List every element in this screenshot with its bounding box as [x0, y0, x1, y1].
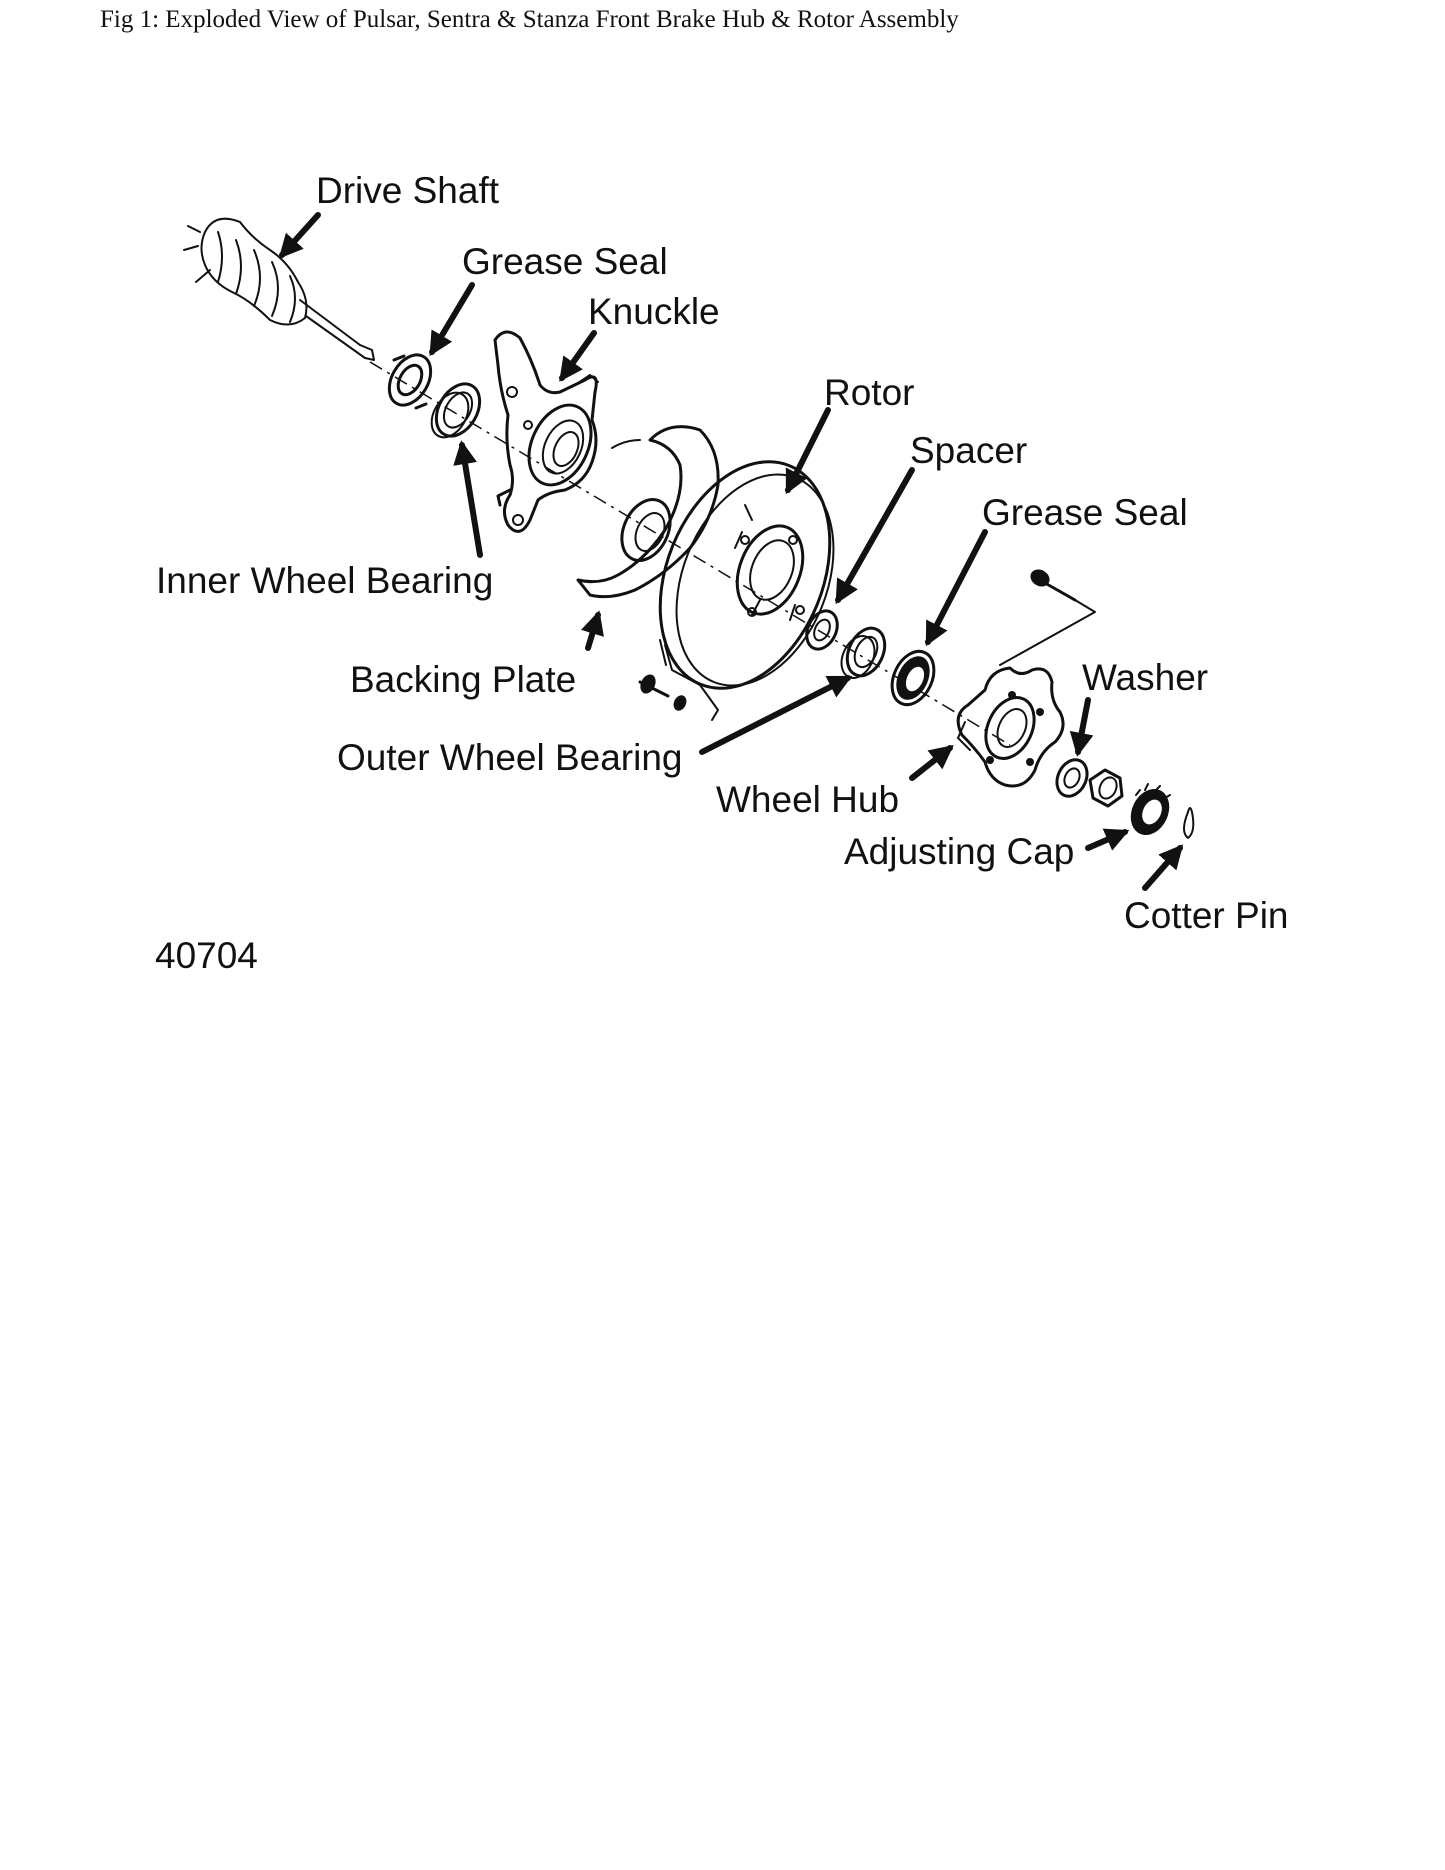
label-wheel-hub: Wheel Hub [716, 779, 899, 820]
label-adjusting-cap: Adjusting Cap [844, 831, 1074, 872]
arrow-knuckle [559, 330, 597, 382]
wheel-hub-part [956, 666, 1065, 788]
arrow-wheel-hub [909, 745, 954, 781]
arrow-inner-wheel-bearing [453, 440, 483, 558]
figure-number: 40704 [155, 935, 258, 976]
adjusting-cap-part [1130, 783, 1171, 836]
label-inner-wheel-bearing: Inner Wheel Bearing [156, 560, 493, 601]
washer-part [1055, 758, 1089, 798]
cotter-pin-part [1183, 807, 1195, 839]
leader-arrows [278, 212, 1184, 891]
hub-nut-part [1088, 768, 1124, 808]
label-backing-plate: Backing Plate [350, 659, 576, 700]
knuckle-part [493, 330, 599, 533]
inner-wheel-bearing-part [430, 382, 482, 439]
label-rotor: Rotor [824, 372, 914, 413]
label-outer-grease-seal: Grease Seal [982, 492, 1188, 533]
arrow-outer-grease-seal [925, 529, 988, 647]
arrow-washer [1069, 697, 1094, 757]
outer-grease-seal-part [890, 649, 936, 707]
drive-shaft-part [183, 217, 375, 361]
backing-plate-part [576, 425, 720, 721]
arrow-drive-shaft [278, 212, 321, 259]
rotor-part [658, 460, 835, 690]
label-drive-shaft: Drive Shaft [316, 170, 500, 211]
arrow-cotter-pin [1142, 844, 1184, 891]
arrow-outer-wheel-bearing [699, 675, 853, 755]
label-cotter-pin: Cotter Pin [1124, 895, 1289, 936]
label-knuckle: Knuckle [588, 291, 720, 332]
arrow-backing-plate [580, 610, 604, 651]
backing-plate-bolt-part [638, 674, 687, 711]
arrow-spacer [835, 467, 915, 605]
arrow-rotor [785, 407, 831, 495]
label-inner-grease-seal: Grease Seal [462, 241, 668, 282]
arrow-adjusting-cap [1085, 828, 1130, 851]
label-washer: Washer [1082, 657, 1208, 698]
inner-grease-seal-part [387, 353, 433, 410]
spacer-part [805, 609, 839, 651]
figure-caption: Fig 1: Exploded View of Pulsar, Sentra &… [100, 6, 959, 33]
label-outer-wheel-bearing: Outer Wheel Bearing [337, 737, 683, 778]
label-spacer: Spacer [910, 430, 1027, 471]
arrow-inner-grease-seal [429, 282, 475, 357]
outer-wheel-bearing-part [840, 626, 887, 679]
wheel-stud-part [999, 569, 1096, 666]
